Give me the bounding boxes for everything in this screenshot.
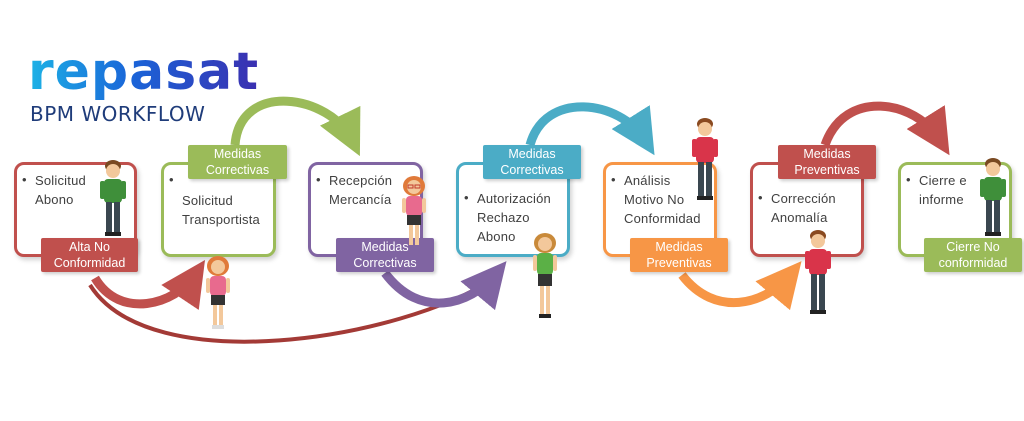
- arrow-red-top: [820, 101, 950, 156]
- step-label-1: Alta No Conformidad: [41, 238, 138, 272]
- arrow-darkred-long: [88, 273, 502, 344]
- step-label-5: Medidas Preventivas: [630, 238, 728, 272]
- step-label-2: Medidas Correctivas: [188, 145, 287, 179]
- arrow-green-top: [230, 96, 361, 157]
- man-green-shirt-icon: [100, 160, 126, 236]
- step-text: Corrección Anomalía: [771, 191, 836, 225]
- woman-green-shirt-icon: [533, 233, 557, 318]
- bullet: •: [758, 190, 763, 205]
- step-text: Solicitud Abono: [35, 173, 86, 207]
- step-text: Autorización Rechazo Abono: [477, 191, 551, 244]
- step-label-6: Medidas Preventivas: [778, 145, 876, 179]
- arrow-orange-bottom: [678, 261, 802, 311]
- arrow-purple-bottom: [381, 261, 507, 311]
- man-red-shirt-icon: [692, 118, 718, 200]
- step-label-4: Medidas Correctivas: [483, 145, 581, 179]
- logo-wordmark: repasat: [28, 42, 260, 102]
- bullet: •: [464, 190, 469, 205]
- arrow-red-bottom: [91, 260, 206, 310]
- woman-pink-shirt-icon: [206, 256, 230, 329]
- arrow-blue-top: [525, 102, 655, 156]
- step-text: Análisis Motivo No Conformidad: [624, 173, 701, 226]
- bullet: •: [906, 172, 911, 187]
- step-text: Cierre e informe: [919, 173, 967, 207]
- woman-glasses-pink-shirt-icon: [402, 176, 426, 245]
- bullet: •: [22, 172, 27, 187]
- man-green-shirt-icon: [980, 158, 1006, 236]
- man-red-shirt-icon: [805, 230, 831, 314]
- bullet: •: [611, 172, 616, 187]
- logo-subtitle: BPM WORKFLOW: [30, 102, 206, 126]
- bullet: •: [316, 172, 321, 187]
- step-text: Recepción Mercancía: [329, 173, 393, 207]
- step-text: Solicitud Transportista: [182, 193, 260, 227]
- repasat-logo: repasat BPM WORKFLOW: [28, 42, 268, 132]
- bullet: •: [169, 172, 174, 187]
- step-label-7: Cierre No conformidad: [924, 238, 1022, 272]
